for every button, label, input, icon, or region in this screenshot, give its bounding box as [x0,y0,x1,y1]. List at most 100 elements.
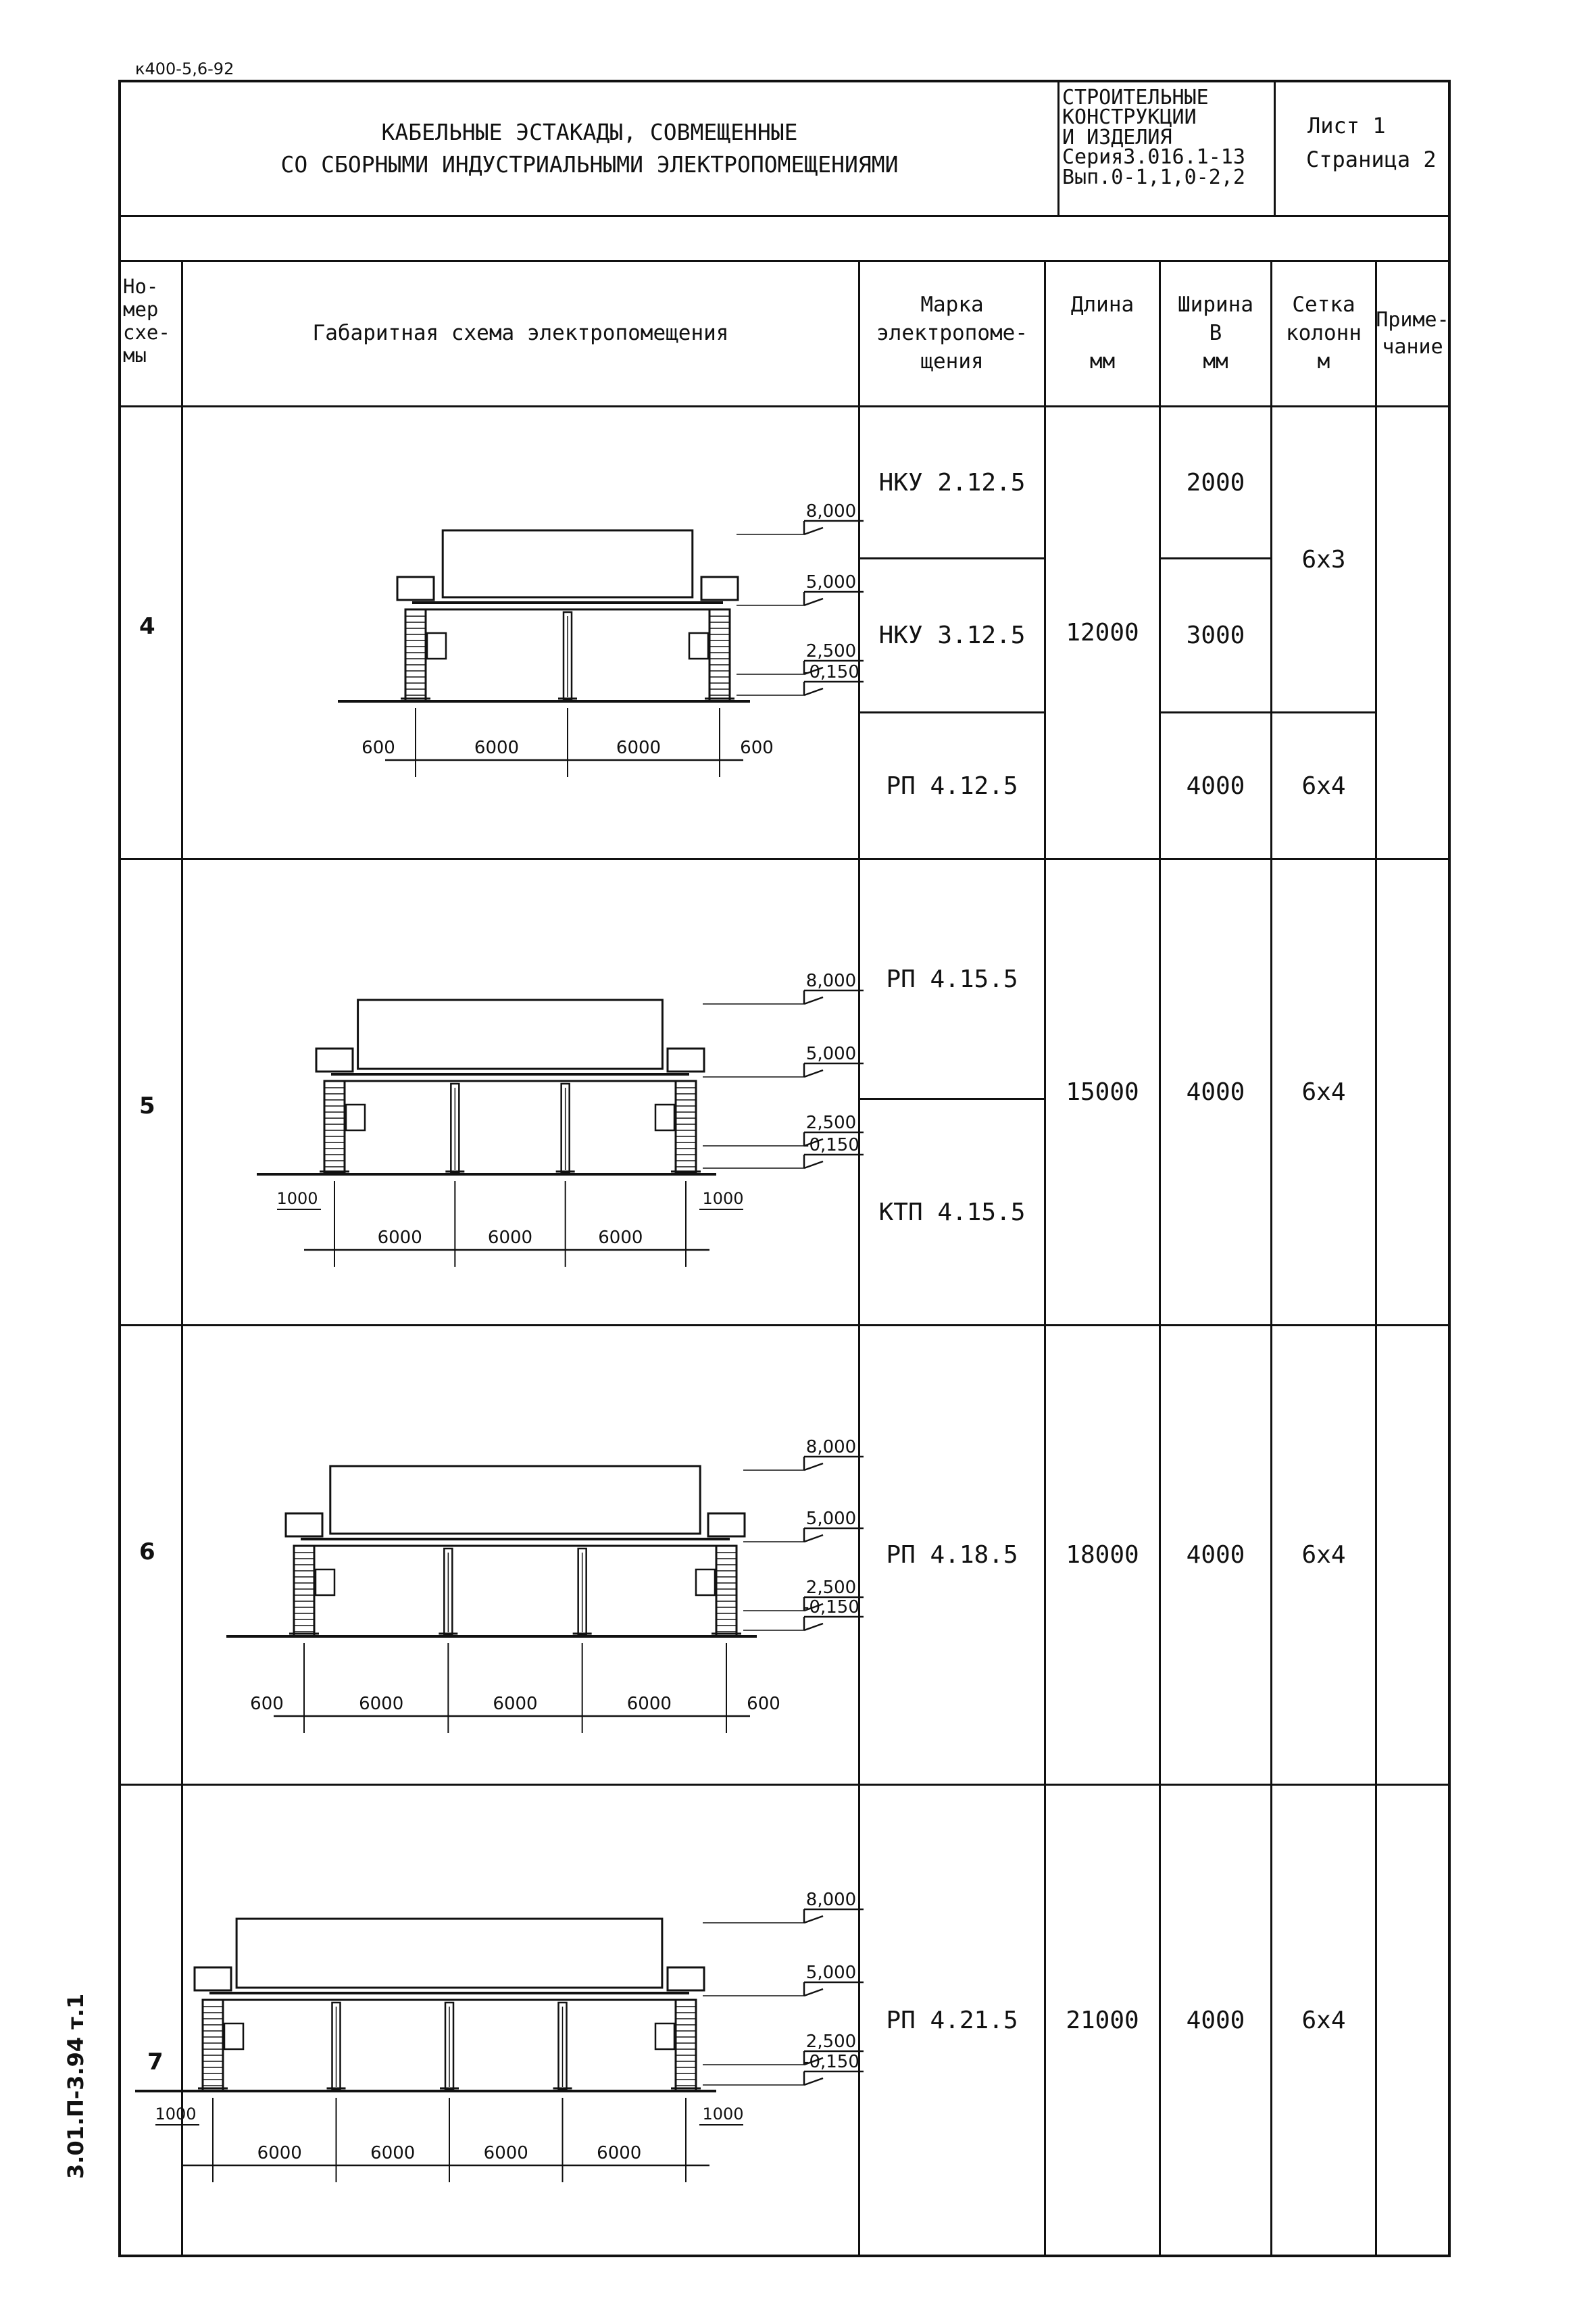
length-cell: 21000 [1066,2006,1139,2034]
mark-cell: РП 4.15.5 [886,965,1018,993]
span-dimension-label: 6000 [378,1228,422,1248]
page-number: Страница 2 [1306,147,1437,172]
elevation-label: 5,000 [806,1044,856,1064]
stamp-line-4: Серия3.016.1-13 [1062,145,1245,170]
roof-volume [441,529,694,599]
roof-volume [235,1917,664,1989]
width-cell: 4000 [1186,2006,1245,2034]
title-line-1: КАБЕЛЬНЫЕ ЭСТАКАДЫ, СОВМЕЩЕННЫЕ [381,119,798,146]
row-number: 4 [139,613,155,640]
row-number: 5 [139,1092,155,1120]
header-mark: Марка электропоме- щения [876,293,1028,374]
length-cell: 18000 [1066,1541,1139,1569]
elevation-arrow [803,1534,824,1543]
row-number: 7 [147,2048,164,2076]
elevation-label: 2,500 [806,1578,856,1598]
span-dimension-label: 6000 [627,1694,672,1714]
width-cell: 4000 [1186,1078,1245,1106]
grid-cell: 6х4 [1301,1541,1346,1569]
bracket [695,1568,716,1596]
stamp-line-1: СТРОИТЕЛЬНЫЕ [1062,86,1209,109]
elevation-label: -0,150 [803,1135,859,1155]
bracket [654,1103,676,1132]
elevation-arrow [803,1138,824,1147]
row-number: 6 [139,1538,155,1565]
elevation-label: 2,500 [806,1113,856,1133]
sheet-number: Лист 1 [1307,113,1386,139]
elevation-arrow [803,1069,824,1078]
bracket [223,2022,245,2051]
span-dimension-label: 600 [250,1694,284,1714]
header-width: Ширина В мм [1178,293,1253,374]
width-cell: 4000 [1186,772,1245,800]
bracket [345,1103,366,1132]
elevation-arrow [803,1603,824,1612]
mark-cell: РП 4.21.5 [886,2006,1018,2034]
mark-cell: КТП 4.15.5 [878,1198,1026,1226]
span-dimension-label: 6000 [257,2143,302,2163]
elevation-label: 2,500 [806,2032,856,2052]
cable-tray-block [666,1966,705,1992]
stamp-line-2: КОНСТРУКЦИИ [1062,105,1197,130]
header-column-grid: Сетка колонн м [1286,293,1362,374]
elevation-label: 8,000 [806,501,856,522]
elevation-label: 5,000 [806,1509,856,1529]
bracket [426,632,447,660]
elevation-arrow [803,687,824,697]
roof-volume [329,1465,701,1535]
elevation-label: 8,000 [806,971,856,991]
elevation-label: -0,150 [803,662,859,682]
length-cell: 12000 [1066,619,1139,647]
span-dimension-label: 600 [361,738,395,758]
side-dimension-label: 1000 [702,1189,743,1208]
elevation-label: 5,000 [806,572,856,593]
elevation-arrow [803,597,824,607]
end-wall [201,1998,224,2092]
span-dimension-label: 6000 [359,1694,403,1714]
span-dimension-label: 6000 [598,1228,643,1248]
span-dimension-label: 6000 [484,2143,528,2163]
document-code: к400-5,6-92 [135,59,234,78]
roof-volume [357,999,664,1070]
cable-tray-block [284,1512,324,1538]
span-dimension-label: 600 [740,738,774,758]
width-cell: 4000 [1186,1541,1245,1569]
cable-tray-block [700,576,739,601]
span-dimension-label: 6000 [493,1694,537,1714]
mark-cell: НКУ 2.12.5 [878,468,1026,497]
mark-cell: РП 4.18.5 [886,1541,1018,1569]
title-line-2: СО СБОРНЫМИ ИНДУСТРИАЛЬНЫМИ ЭЛЕКТРОПОМЕЩ… [280,151,899,178]
elevation-label: 2,500 [806,641,856,661]
side-dimension-label: 1000 [702,2105,743,2123]
bracket [314,1568,336,1596]
span-dimension-label: 6000 [616,738,661,758]
cable-tray-block [707,1512,746,1538]
bracket [654,2022,676,2051]
grid-cell: 6х4 [1301,772,1346,800]
end-wall [674,1998,697,2092]
span-dimension-label: 6000 [597,2143,641,2163]
side-dimension-label: 1000 [276,1189,318,1208]
side-dimension-label: 1000 [155,2105,196,2123]
elevation-label: 8,000 [806,1890,856,1910]
header-note: Приме- чание [1376,307,1449,359]
mark-cell: РП 4.12.5 [886,772,1018,800]
elevation-arrow [803,1988,824,1997]
elevation-arrow [803,666,824,676]
document-title: КАБЕЛЬНЫЕ ЭСТАКАДЫ, СОВМЕЩЕННЫЕ СО СБОРН… [122,82,1057,215]
stamp-series: СТРОИТЕЛЬНЫЕ КОНСТРУКЦИИ И ИЗДЕЛИЯ Серия… [1062,86,1245,187]
elevation-arrow [803,2057,824,2066]
header-scheme: Габаритная схема электропомещения [312,321,729,346]
elevation-arrow [803,1622,824,1632]
elevation-label: -0,150 [803,1597,859,1617]
elevation-arrow [803,1160,824,1169]
elevation-arrow [803,1462,824,1472]
header-scheme-number: Но- мер схе- мы [123,275,170,367]
cable-tray-block [666,1047,705,1073]
header-length: Длина мм [1070,293,1134,374]
elevation-arrow [803,996,824,1005]
